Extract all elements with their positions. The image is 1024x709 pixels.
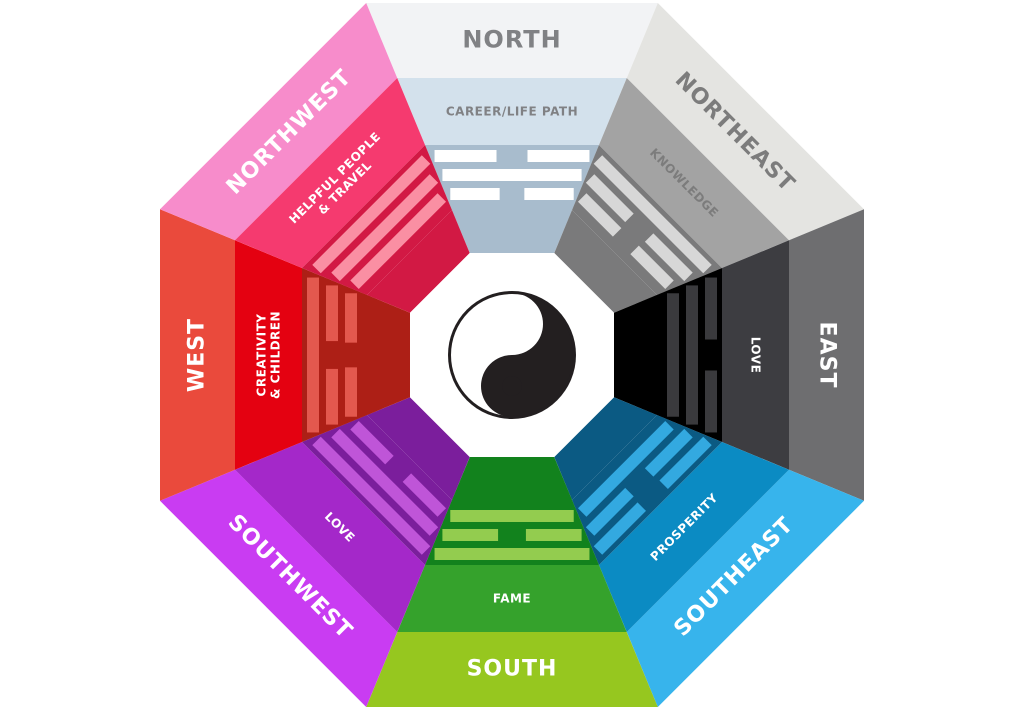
sector-south-core-band <box>451 457 573 500</box>
direction-label-south: SOUTH <box>467 657 558 682</box>
trigram-line-broken <box>593 502 647 555</box>
sector-southwest-mid-band <box>235 441 426 632</box>
sector-southeast-core-band <box>554 397 658 501</box>
trigram-southeast <box>577 420 712 555</box>
sector-northwest-outer-band <box>160 3 398 241</box>
aspect-label-north: CAREER/LIFE PATH <box>446 105 578 119</box>
aspect-label-line: & CHILDREN <box>269 311 283 399</box>
trigram-line-solid <box>312 155 431 274</box>
sector-east: EAST LOVE <box>614 209 864 501</box>
sector-northeast-inner-band <box>572 144 723 295</box>
yin-yang-icon <box>448 291 576 419</box>
sector-north: NORTH CAREER/LIFE PATH <box>366 3 658 253</box>
sector-southeast-inner-band <box>572 415 723 566</box>
trigram-line-broken <box>577 193 622 237</box>
trigram-line-solid <box>307 277 319 433</box>
trigram-line-solid <box>331 428 439 536</box>
trigram-line-broken <box>326 285 338 342</box>
direction-label-west: WEST <box>185 318 210 392</box>
sector-north-outer-band <box>366 3 658 78</box>
sector-southeast-mid-band <box>598 441 789 632</box>
trigram-southwest <box>312 420 447 555</box>
trigram-line-broken <box>659 436 712 490</box>
trigram-line-solid <box>442 169 582 181</box>
trigram-south <box>434 510 590 560</box>
trigram-line-broken <box>525 529 582 541</box>
trigram-line-broken <box>402 473 447 517</box>
trigram-line-solid <box>450 510 574 522</box>
sector-northeast-core-band <box>554 209 658 313</box>
sector-east-outer-band <box>789 209 864 501</box>
trigram-line-broken <box>705 277 717 340</box>
trigram-line-broken <box>326 368 338 425</box>
trigram-line-broken <box>434 150 497 162</box>
sector-west-mid-band <box>235 240 302 470</box>
trigram-line-broken <box>585 487 634 536</box>
aspect-label-line: FAME <box>493 592 531 606</box>
trigram-line-broken <box>585 174 634 223</box>
trigram-east <box>667 277 717 433</box>
sector-northwest-inner-band <box>301 144 452 295</box>
sector-southwest-core-band <box>366 397 470 501</box>
trigram-west <box>307 277 357 433</box>
trigram-line-broken <box>705 370 717 433</box>
sector-southwest-outer-band <box>160 469 398 707</box>
sector-northeast-outer-band <box>626 3 864 241</box>
trigram-line-broken <box>524 188 574 200</box>
sector-northeast-mid-band <box>598 78 789 269</box>
trigram-line-broken <box>644 233 693 282</box>
sector-west-core-band <box>367 294 410 416</box>
aspect-label-line: CAREER/LIFE PATH <box>446 105 578 119</box>
trigram-line-broken <box>442 529 499 541</box>
direction-label-north: NORTH <box>462 26 561 54</box>
trigram-line-broken <box>450 188 500 200</box>
yin-yang-outline <box>449 292 575 418</box>
trigram-line-solid <box>577 420 674 517</box>
sector-east-mid-band <box>722 240 789 470</box>
sector-northwest-mid-band <box>235 78 426 269</box>
trigram-line-solid <box>667 293 679 417</box>
sector-north-mid-band <box>397 78 627 145</box>
aspect-label-line: CREATIVITY <box>255 314 269 397</box>
trigram-northeast <box>577 155 712 290</box>
aspect-label-east: LOVE <box>749 337 763 374</box>
sector-south: SOUTH FAME <box>366 457 658 707</box>
sector-south-outer-band <box>366 632 658 707</box>
sector-west-outer-band <box>160 209 235 501</box>
sector-southeast-outer-band <box>626 469 864 707</box>
trigram-line-solid <box>312 436 431 555</box>
sector-south-mid-band <box>397 565 627 632</box>
trigram-line-broken <box>630 245 674 290</box>
sector-east-core-band <box>614 294 657 416</box>
sector-west: WEST CREATIVITY& CHILDREN <box>160 209 410 501</box>
yang-dot <box>502 314 522 334</box>
aspect-label-west: CREATIVITY& CHILDREN <box>255 311 283 399</box>
trigram-line-broken <box>644 428 693 477</box>
trigram-northwest <box>312 155 447 290</box>
trigram-line-broken <box>527 150 590 162</box>
trigram-line-solid <box>331 174 439 282</box>
direction-label-east: EAST <box>815 322 840 389</box>
trigram-north <box>434 150 590 200</box>
sector-north-core-band <box>451 210 573 253</box>
trigram-line-solid <box>686 285 698 425</box>
aspect-label-south: FAME <box>493 592 531 606</box>
trigram-line-broken <box>345 293 357 343</box>
trigram-line-broken <box>350 420 394 465</box>
trigram-line-broken <box>345 367 357 417</box>
sector-northwest-core-band <box>366 209 470 313</box>
sector-southwest-inner-band <box>301 415 452 566</box>
trigram-line-solid <box>593 155 712 274</box>
aspect-label-line: LOVE <box>749 337 763 374</box>
trigram-line-solid <box>434 548 590 560</box>
trigram-line-solid <box>350 193 447 290</box>
yin-dot <box>502 376 522 396</box>
